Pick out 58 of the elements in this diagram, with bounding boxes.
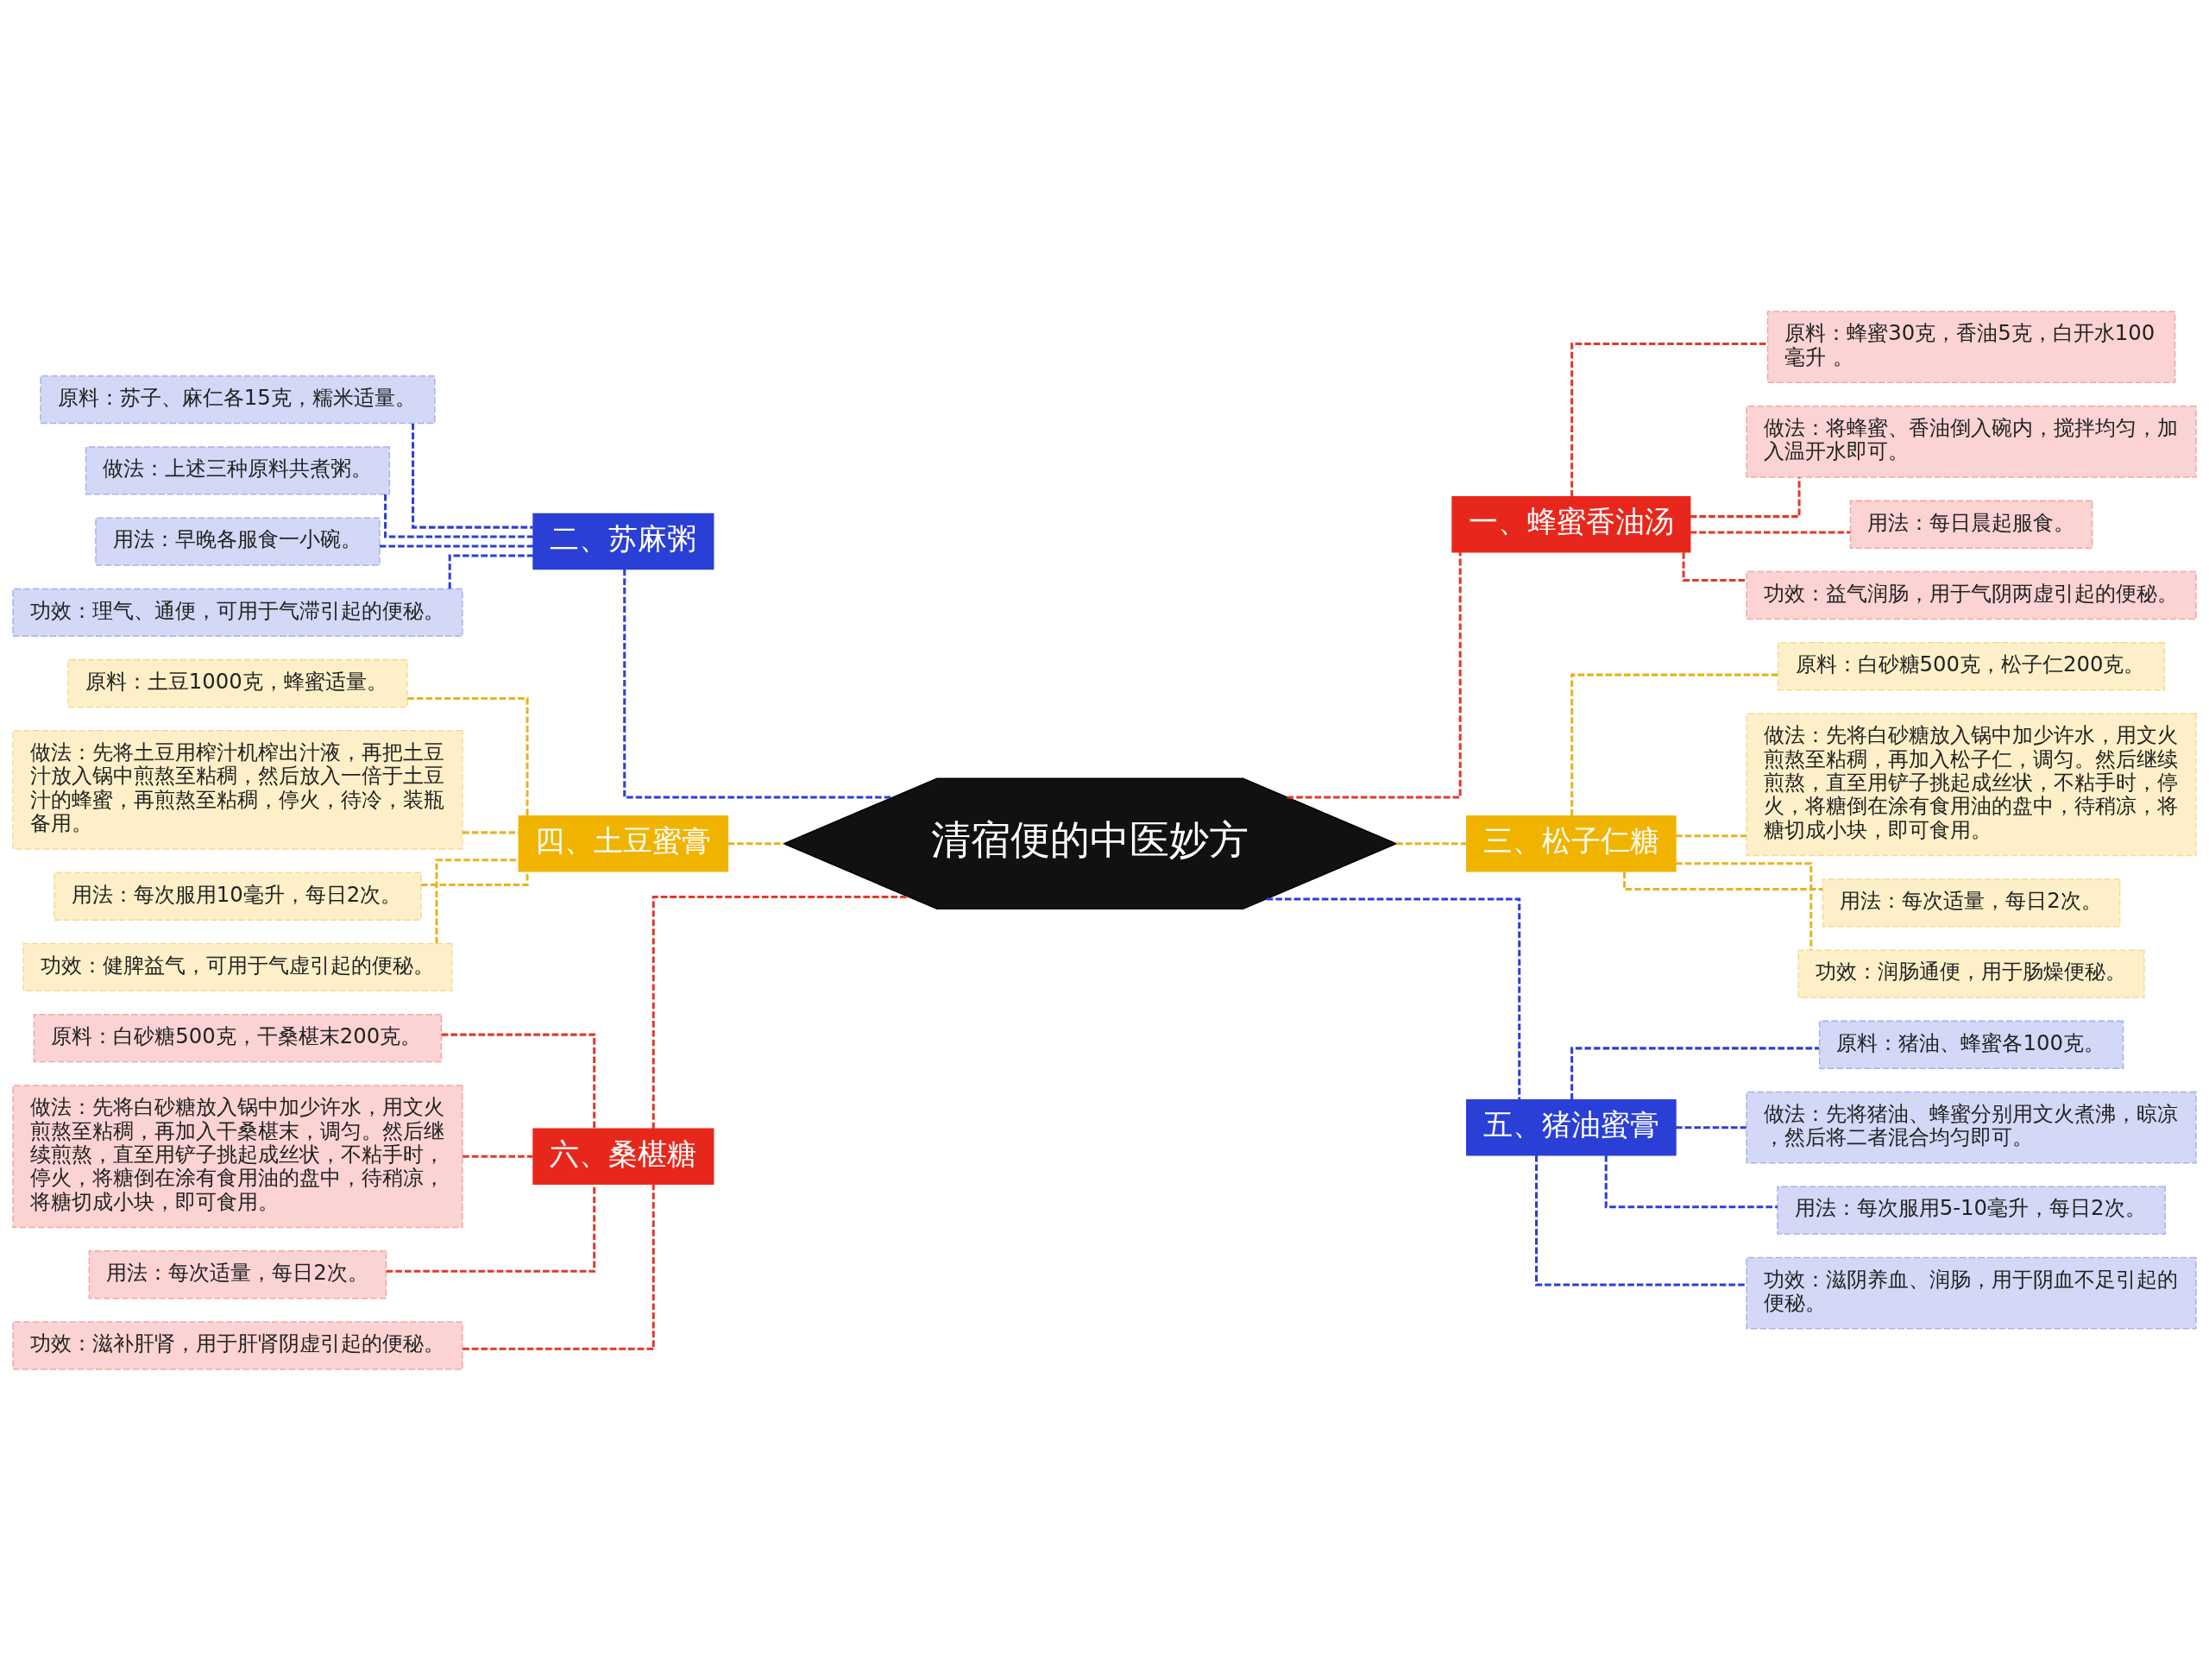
connector bbox=[651, 895, 909, 1129]
node-box: 做法：上述三种原料共煮粥。 bbox=[85, 445, 391, 494]
connector bbox=[463, 830, 519, 834]
node-box: 用法：每次适量，每日2次。 bbox=[1822, 878, 2121, 927]
node-box: 做法：先将土豆用榨汁机榨出汁液，再把土豆汁放入锅中煎熬至粘稠，然后放入一倍于土豆汁的蜂蜜，再煎熬至粘稠，停火，待冷，装瓶备用。 bbox=[12, 729, 463, 850]
node-box: 六、桑椹糖 bbox=[532, 1128, 714, 1185]
connector bbox=[1682, 551, 1746, 582]
node-box: 原料：蜂蜜30克，香油5克，白开水100毫升 。 bbox=[1766, 310, 2176, 383]
node-box: 功效：润肠通便，用于肠燥便秘。 bbox=[1797, 948, 2145, 998]
connector bbox=[1690, 530, 1851, 533]
connector bbox=[448, 554, 533, 588]
node-box: 一、蜂蜜香油汤 bbox=[1451, 495, 1691, 552]
connector bbox=[623, 569, 893, 798]
connector bbox=[379, 544, 533, 548]
node-box: 做法：先将白砂糖放入锅中加少许水，用文火煎熬至粘稠，再加入干桑椹末，调匀。然后继续煎熬，直至用铲子挑起成丝状，不粘手时，停火，将糖倒在涂有食用油的盘中，待稍凉，将糖切成小块，即可食用。 bbox=[12, 1084, 463, 1228]
node-box: 原料：苏子、麻仁各15克，糯米适量。 bbox=[40, 374, 436, 424]
connector bbox=[1570, 1046, 1820, 1100]
connector bbox=[407, 696, 529, 816]
node-box: 原料：土豆1000克，蜂蜜适量。 bbox=[67, 658, 408, 708]
connector bbox=[1287, 551, 1462, 798]
node-box: 三、松子仁糖 bbox=[1466, 815, 1677, 872]
connector bbox=[463, 1184, 655, 1350]
connector bbox=[1676, 834, 1746, 837]
connector bbox=[463, 1155, 533, 1158]
node-box: 做法：将蜂蜜、香油倒入碗内，搅拌均匀，加入温开水即可。 bbox=[1746, 405, 2197, 478]
node-box: 用法：每次服用5-10毫升，每日2次。 bbox=[1777, 1186, 2166, 1235]
node-box: 五、猪油蜜膏 bbox=[1466, 1098, 1677, 1155]
connector bbox=[1266, 897, 1521, 1099]
connector bbox=[441, 1033, 596, 1129]
connector bbox=[727, 841, 784, 845]
node-box: 功效：益气润肠，用于气阴两虚引起的便秘。 bbox=[1746, 570, 2197, 620]
connector bbox=[412, 423, 533, 529]
connector bbox=[1535, 1155, 1746, 1286]
connector bbox=[384, 494, 533, 538]
node-box: 做法：先将猪油、蜂蜜分别用文火煮沸，晾凉，然后将二者混合均匀即可。 bbox=[1746, 1091, 2197, 1164]
node-box: 用法：每次适量，每日2次。 bbox=[88, 1249, 387, 1299]
connector bbox=[1570, 342, 1768, 497]
connector bbox=[1675, 861, 1813, 950]
connector bbox=[386, 1183, 596, 1273]
connector bbox=[1396, 841, 1467, 845]
node-box: 用法：每次服用10毫升，每日2次。 bbox=[53, 871, 422, 921]
node-box: 功效：健脾益气，可用于气虚引起的便秘。 bbox=[22, 942, 453, 991]
node-box: 原料：白砂糖500克，干桑椹末200克。 bbox=[33, 1013, 443, 1062]
connector bbox=[1676, 1125, 1746, 1129]
connector bbox=[1690, 476, 1801, 518]
connector bbox=[435, 858, 519, 943]
node-box: 原料：白砂糖500克，松子仁200克。 bbox=[1777, 641, 2166, 690]
node-box: 用法：每日晨起服食。 bbox=[1849, 500, 2093, 549]
node-box: 功效：滋阴养血、润肠，用于阴血不足引起的便秘。 bbox=[1746, 1256, 2197, 1329]
node-box: 功效：理气、通便，可用于气滞引起的便秘。 bbox=[12, 588, 463, 637]
node-box: 做法：先将白砂糖放入锅中加少许水，用文火煎熬至粘稠，再加入松子仁，调匀。然后继续煎熬，直至用铲子挑起成丝状，不粘手时，停火，将糖倒在涂有食用油的盘中，待稍凉，将糖切成小块，即可食用。 bbox=[1746, 712, 2197, 856]
node-box: 原料：猪油、蜂蜜各100克。 bbox=[1818, 1020, 2124, 1069]
connector bbox=[1570, 673, 1778, 815]
node-box: 二、苏麻粥 bbox=[532, 513, 714, 569]
node-box: 功效：滋补肝肾，用于肝肾阴虚引起的便秘。 bbox=[12, 1320, 463, 1370]
connector bbox=[1604, 1155, 1778, 1208]
node-box: 四、土豆蜜膏 bbox=[518, 815, 729, 872]
node-box: 用法：早晚各服食一小碗。 bbox=[95, 516, 381, 566]
